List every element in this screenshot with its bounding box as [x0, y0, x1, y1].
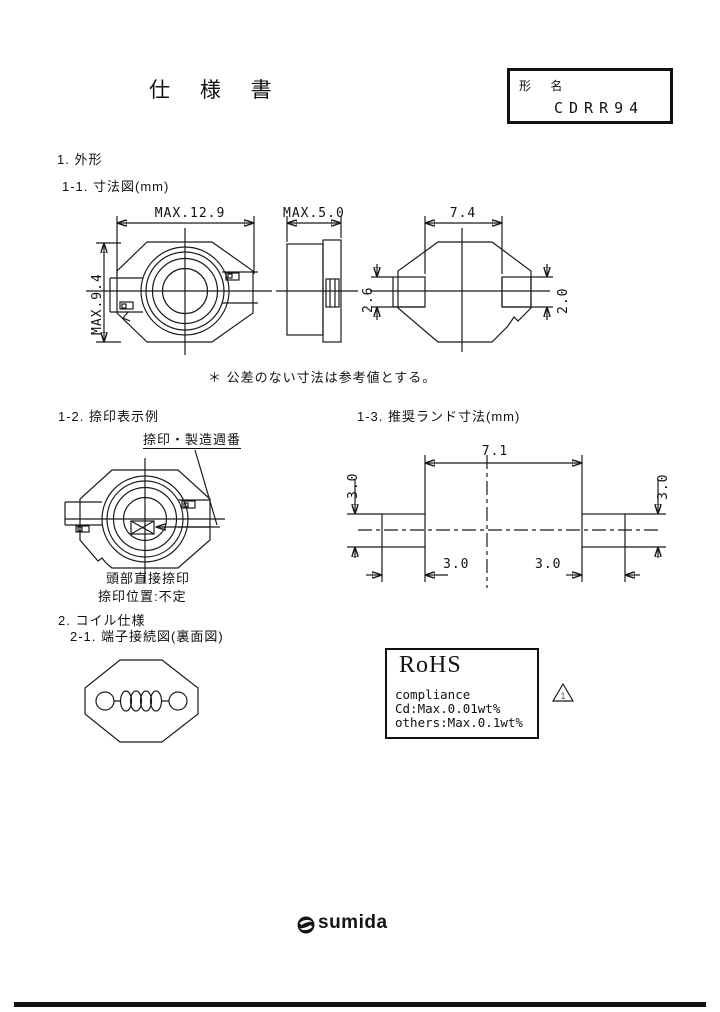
marking-note-1: 頭部直接捺印 — [106, 571, 191, 586]
land-left-height-dim-label: 3.0 — [346, 472, 361, 499]
land-left-width-dim-label: 3.0 — [443, 557, 470, 572]
back-pad-left-dim-label: 2.6 — [361, 286, 376, 313]
tolerance-note: ＊ 公差のない寸法は参考値とする。 — [208, 370, 437, 385]
terminal-2 — [168, 691, 188, 711]
section-outline-heading: 1. 外形 — [57, 152, 103, 167]
model-name-label: 形 名 — [519, 79, 571, 93]
front-height-dim-label: MAX.9.4 — [90, 273, 105, 335]
marking-callout-text: 捺印・製造週番 — [143, 432, 242, 449]
land-right-height-dim-label: 3.0 — [656, 473, 671, 500]
land-pad-left — [381, 513, 426, 548]
marking-note-2: 捺印位置:不定 — [98, 589, 187, 604]
outline-drawing — [86, 216, 553, 355]
page-bottom-rule — [14, 1002, 706, 1007]
marking-drawing — [64, 449, 225, 582]
page-title: 仕 様 書 — [149, 79, 284, 102]
back-pad-right-dim-label: 2.0 — [556, 287, 571, 314]
callout-leader-line — [194, 449, 218, 526]
rohs-line-cd: Cd:Max.0.01wt% — [395, 701, 501, 716]
side-width-dim-label: MAX.5.0 — [283, 206, 345, 221]
rohs-line-compliance: compliance — [395, 687, 471, 702]
marking-stamp-box — [130, 520, 155, 535]
side-view — [276, 216, 358, 343]
marking-callout-label: 捺印・製造週番 — [143, 429, 242, 449]
land-span-dim-label: 7.1 — [481, 444, 509, 459]
revision-triangle-icon: 1 — [551, 682, 575, 702]
model-name-box: 形 名 CDRR94 — [507, 68, 673, 124]
revision-number: 1 — [560, 691, 565, 701]
sumida-logo-text: sumida — [318, 912, 388, 933]
land-pattern-drawing — [347, 455, 666, 588]
coil-connection-drawing — [84, 659, 199, 743]
rohs-box: RoHS compliance Cd:Max.0.01wt% others:Ma… — [385, 648, 539, 739]
back-span-dim-label: 7.4 — [449, 206, 477, 221]
front-width-dim-label: MAX.12.9 — [154, 206, 226, 221]
model-name-value: CDRR94 — [554, 99, 645, 117]
section-coil-heading: 2. コイル仕様 — [58, 613, 146, 628]
rohs-title: RoHS — [399, 652, 462, 678]
section-terminal-heading: 2-1. 端子接続図(裏面図) — [70, 629, 224, 644]
section-dimensions-heading: 1-1. 寸法図(mm) — [62, 179, 170, 194]
front-view — [86, 216, 272, 355]
back-view — [370, 216, 553, 352]
rohs-line-others: others:Max.0.1wt% — [395, 715, 523, 730]
sumida-logo-icon — [297, 916, 315, 934]
terminal-1 — [95, 691, 115, 711]
inductor-symbol — [119, 690, 163, 712]
section-land-heading: 1-3. 推奨ランド寸法(mm) — [357, 409, 521, 424]
land-right-width-dim-label: 3.0 — [535, 557, 562, 572]
section-marking-heading: 1-2. 捺印表示例 — [58, 409, 160, 424]
